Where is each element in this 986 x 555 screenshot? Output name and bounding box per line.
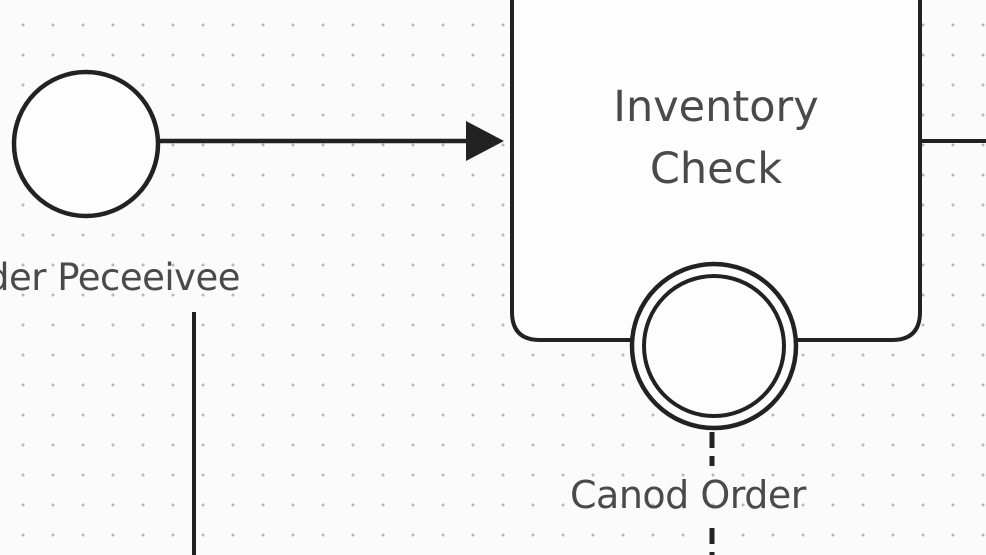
boundary-event-inner-circle (642, 274, 786, 418)
start-event-label: der Peceeivee (0, 256, 241, 299)
sequence-flow-arrowhead (466, 121, 504, 161)
task-label: Inventory Check (512, 76, 920, 200)
task-label-line-1: Inventory (613, 82, 819, 132)
boundary-event-label: Canod Order (570, 473, 806, 517)
task-label-line-2: Check (649, 144, 783, 194)
start-event-circle[interactable] (11, 69, 161, 219)
